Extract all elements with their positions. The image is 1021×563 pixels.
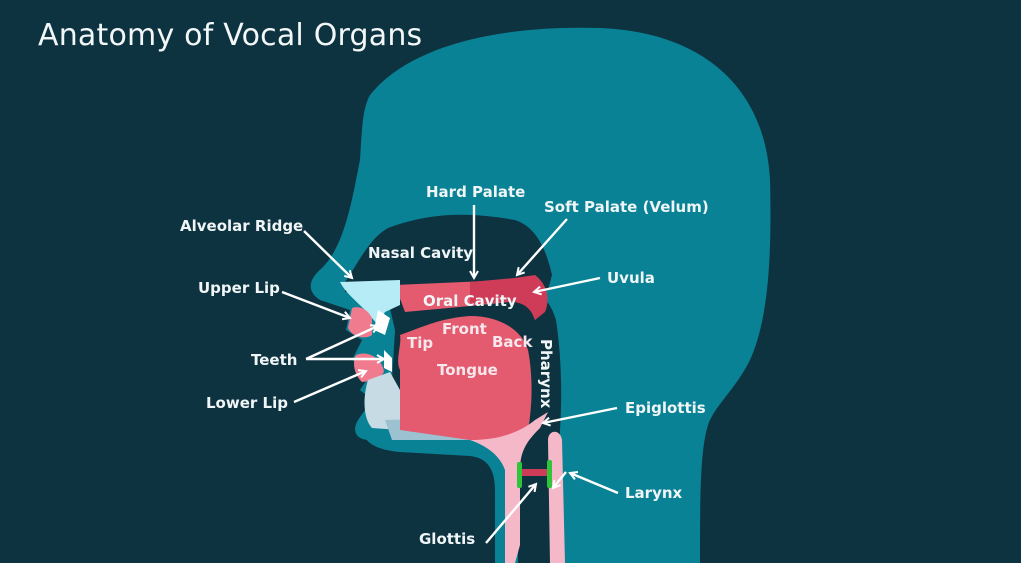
tongue-shape <box>398 316 532 440</box>
arrow-epiglottis <box>543 406 618 423</box>
label-alveolar-ridge: Alveolar Ridge <box>180 217 303 235</box>
label-tongue-back: Back <box>492 333 533 351</box>
upper-lip-shape <box>348 307 372 338</box>
label-lower-lip: Lower Lip <box>206 394 288 412</box>
label-epiglottis: Epiglottis <box>625 399 706 417</box>
trachea-wall <box>548 431 565 563</box>
alveolar-ridge-shape <box>340 280 400 325</box>
arrow-larynx <box>570 473 619 495</box>
vocal-fold-right <box>547 460 552 488</box>
label-pharynx: Pharynx <box>537 339 555 409</box>
lower-jaw-shape <box>364 372 400 430</box>
nasal-cavity-shape <box>345 214 552 292</box>
label-hard-palate: Hard Palate <box>426 183 525 201</box>
lower-tooth <box>384 350 392 372</box>
arrow-glottis <box>485 484 536 544</box>
label-glottis: Glottis <box>419 530 475 548</box>
arrow-larynx-lower <box>553 471 567 488</box>
label-tongue: Tongue <box>437 361 498 379</box>
label-tongue-tip: Tip <box>407 334 433 352</box>
label-soft-palate: Soft Palate (Velum) <box>544 198 709 216</box>
arrow-lower-lip <box>293 371 366 404</box>
glottis-shape <box>520 469 550 476</box>
arrow-upper-lip <box>281 290 350 318</box>
label-tongue-front: Front <box>442 320 487 338</box>
jaw-band <box>362 430 518 563</box>
label-uvula: Uvula <box>607 269 655 287</box>
label-nasal-cavity: Nasal Cavity <box>368 244 473 262</box>
arrow-soft-palate <box>517 218 568 275</box>
arrow-teeth-upper <box>305 326 378 361</box>
soft-palate-shape <box>470 275 548 320</box>
label-upper-lip: Upper Lip <box>198 279 280 297</box>
diagram-title: Anatomy of Vocal Organs <box>38 18 423 53</box>
vocal-fold-left <box>517 462 522 488</box>
neck-dark-region <box>350 440 495 563</box>
epiglottis-shape <box>470 412 548 563</box>
arrow-uvula <box>534 276 601 292</box>
label-oral-cavity: Oral Cavity <box>423 292 517 310</box>
label-larynx: Larynx <box>625 484 683 502</box>
arrow-alveolar-ridge <box>303 230 352 278</box>
label-teeth: Teeth <box>251 351 297 369</box>
tongue-tip <box>402 336 422 354</box>
